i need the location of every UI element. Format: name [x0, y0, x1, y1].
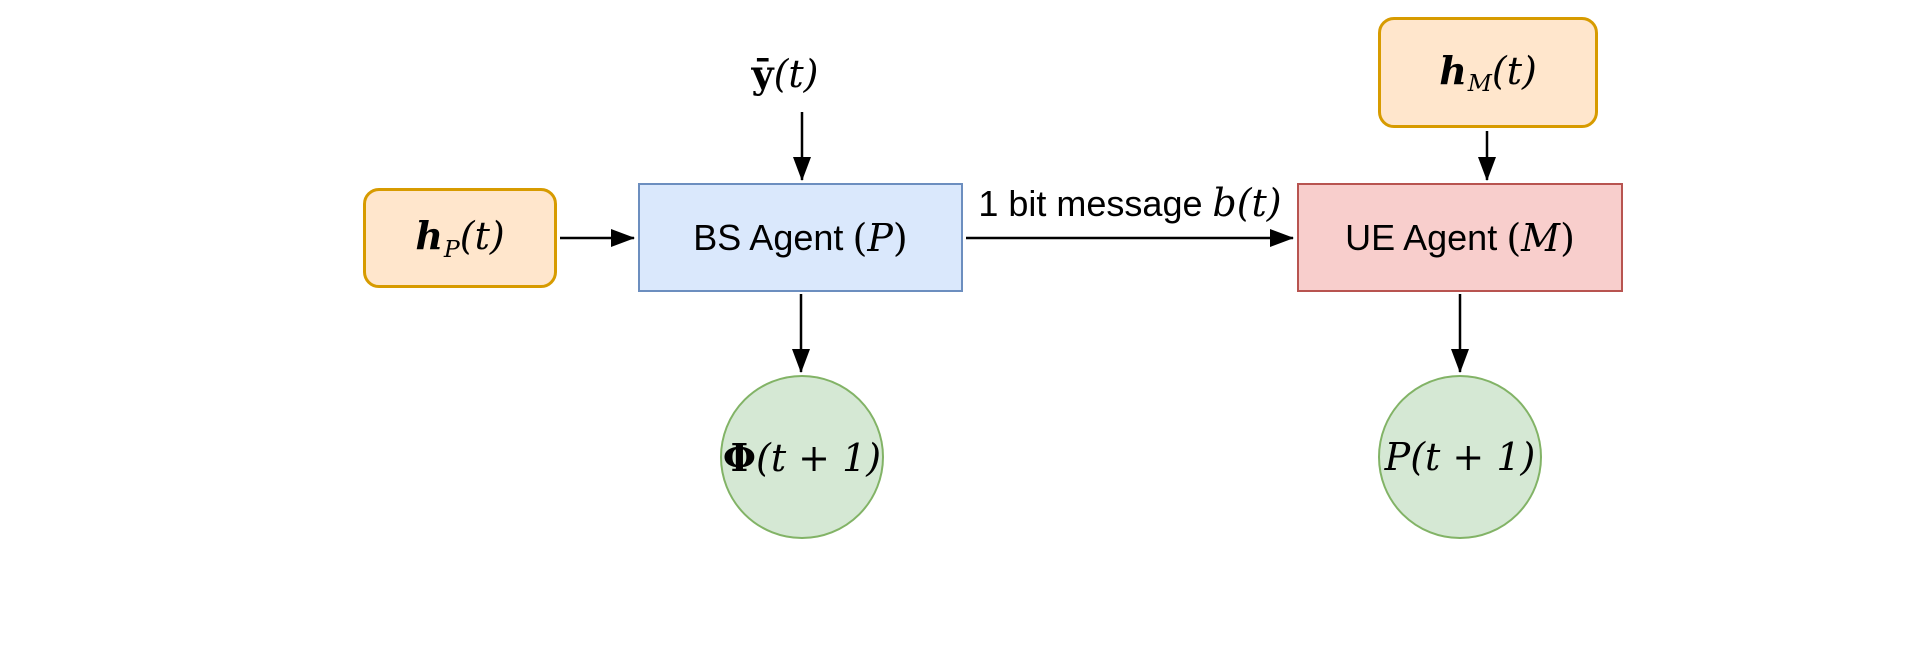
- node-p-output: P(t + 1): [1378, 375, 1542, 539]
- node-bs-agent: BS Agent (P): [638, 183, 963, 292]
- ue-agent-label: UE Agent: [1345, 216, 1498, 258]
- ybar-label: ȳ(t): [751, 51, 819, 96]
- bs-agent-label: BS Agent: [693, 216, 844, 258]
- hp-label: hP(t): [415, 213, 505, 263]
- node-hm-channel-input: hM(t): [1378, 17, 1598, 128]
- node-hp-channel-input: hP(t): [363, 188, 557, 288]
- bs-agent-policy-symbol: (P): [852, 215, 908, 260]
- label-ybar-input: ȳ(t): [685, 50, 885, 99]
- phi-output-label: Φ(t + 1): [722, 434, 882, 480]
- ue-agent-policy-symbol: (M): [1506, 215, 1575, 260]
- p-output-label: P(t + 1): [1384, 435, 1536, 479]
- node-phi-output: Φ(t + 1): [720, 375, 884, 539]
- bit-message-text: 1 bit message: [978, 183, 1203, 224]
- node-ue-agent: UE Agent (M): [1297, 183, 1623, 292]
- hm-label: hM(t): [1439, 47, 1537, 98]
- bit-message-math: b(t): [1212, 181, 1282, 225]
